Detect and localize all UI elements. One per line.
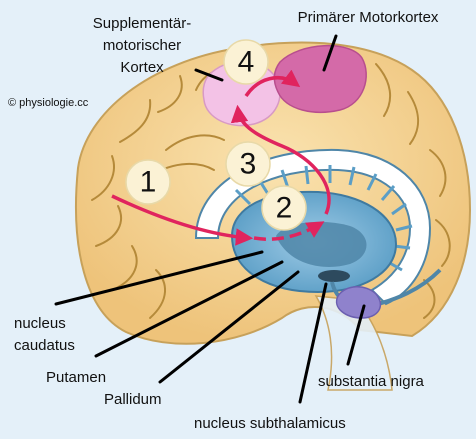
arrow-cortex-to-striatum: [111, 194, 254, 246]
label-nucleus-caudatus-1: nucleus: [14, 315, 66, 332]
substantia-nigra-shape: [335, 286, 382, 319]
step-number-2: 2: [276, 192, 293, 225]
step-marker-3: 3: [225, 141, 271, 187]
primary-motor-cortex-shape: [273, 45, 367, 113]
label-substantia-nigra: substantia nigra: [318, 373, 425, 390]
label-nucleus-subthalamicus: nucleus subthalamicus: [194, 415, 346, 432]
label-pallidum: Pallidum: [104, 391, 162, 408]
leader-lines: [54, 34, 366, 404]
arrow-pallidum-up: [230, 104, 331, 215]
copyright-text: © physiologie.cc: [8, 97, 89, 109]
label-putamen: Putamen: [46, 369, 106, 386]
step-number-3: 3: [240, 148, 257, 181]
step-marker-4: 4: [223, 39, 269, 85]
arrow-sma-to-motor: [244, 69, 301, 98]
subthalamic-nucleus-shape: [318, 270, 350, 282]
step-number-1: 1: [140, 166, 157, 199]
label-supplementary-1: Supplementär-: [93, 15, 191, 32]
label-primary-motor-cortex: Primärer Motorkortex: [298, 9, 439, 26]
label-supplementary-3: Kortex: [120, 59, 164, 76]
corpus-callosum-band: [194, 148, 432, 306]
step-marker-2: 2: [261, 185, 307, 231]
label-nucleus-caudatus-2: caudatus: [14, 337, 75, 354]
step-marker-1: 1: [125, 159, 171, 205]
arrow-striatum-to-pallidum: [253, 221, 325, 241]
step-number-4: 4: [238, 46, 255, 79]
label-supplementary-2: motorischer: [103, 37, 181, 54]
